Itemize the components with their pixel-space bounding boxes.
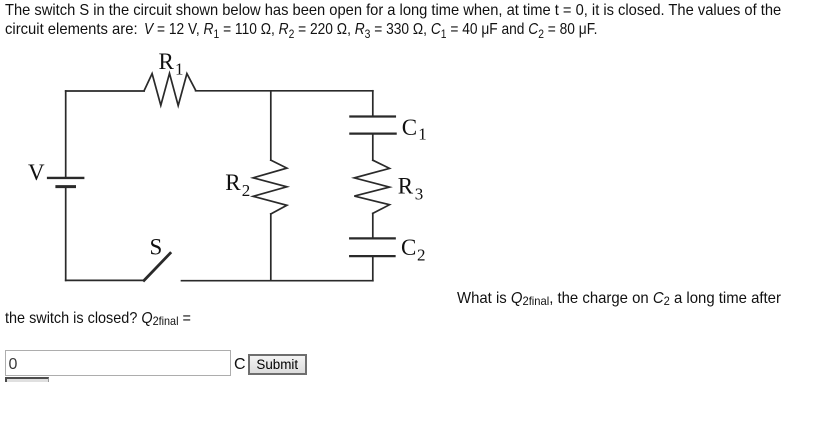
svg-text:S: S	[150, 235, 163, 260]
svg-text:R: R	[159, 49, 175, 74]
svg-text:R: R	[225, 170, 241, 195]
svg-text:C: C	[401, 235, 416, 260]
svg-text:C: C	[402, 115, 417, 140]
svg-text:1: 1	[418, 125, 427, 144]
svg-text:3: 3	[415, 184, 424, 203]
svg-text:V: V	[28, 160, 45, 185]
svg-text:1: 1	[175, 60, 184, 79]
svg-text:R: R	[398, 173, 414, 198]
svg-text:2: 2	[242, 181, 251, 200]
svg-text:2: 2	[417, 246, 426, 265]
